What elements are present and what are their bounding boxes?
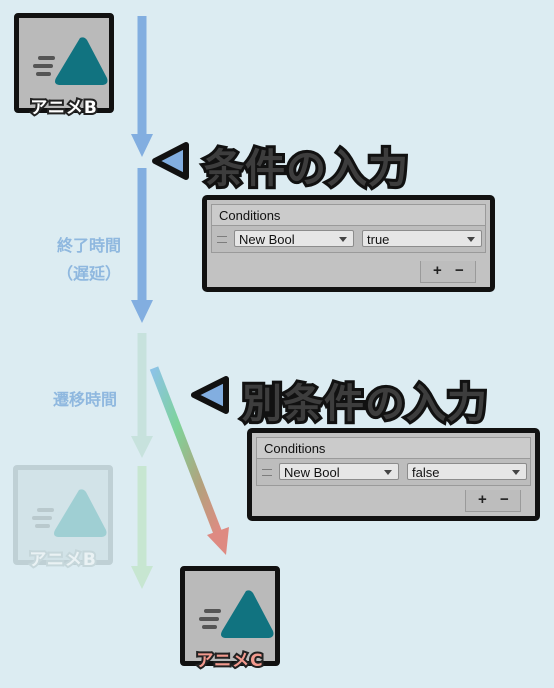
animation-clip-icon [199,590,274,638]
drag-handle-icon[interactable] [217,236,227,243]
conditions-panel-2: Conditions New Bool false + − [247,428,540,521]
animation-clip-icon [32,489,107,537]
chevron-down-icon [339,237,347,242]
heading-other-condition-input: 別条件の入力 [239,378,490,430]
remove-condition-button[interactable]: − [500,491,509,508]
conditions-title: Conditions [211,204,486,226]
diagonal-transition-arrow [149,366,224,538]
animation-clip-icon [33,37,108,85]
chevron-down-icon [384,470,392,475]
conditions-title: Conditions [256,437,531,459]
parameter-dropdown[interactable]: New Bool [234,230,354,247]
exit-time-line1: 終了時間 [56,236,121,255]
add-condition-button[interactable]: + [478,491,487,508]
down-arrow-icon [131,134,153,157]
anim-node-c: アニメC [180,566,280,673]
node-label: アニメC [194,649,264,673]
anim-node-b-faded: アニメB [13,465,113,572]
chevron-down-icon [512,470,520,475]
left-pointer-triangle-icon [191,376,229,414]
add-remove-bar: + − [465,490,521,512]
down-arrow-icon [131,566,153,589]
conditions-panel-1: Conditions New Bool true + − [202,195,495,292]
condition-row: New Bool true [211,226,486,253]
remove-condition-button[interactable]: − [455,262,464,279]
parameter-value: New Bool [284,465,340,480]
add-condition-button[interactable]: + [433,262,442,279]
chevron-down-icon [467,237,475,242]
down-arrow-icon [207,527,229,555]
parameter-value: New Bool [239,232,295,247]
node-label: アニメB [28,96,99,120]
drag-handle-icon[interactable] [262,469,272,476]
down-arrow-icon [131,436,153,458]
exit-time-label: 終了時間 （遅延） [44,232,134,288]
left-pointer-triangle-icon [152,142,189,180]
value-dropdown[interactable]: false [407,463,527,480]
anim-node-b: アニメB [14,13,114,120]
down-arrow-icon [131,300,153,323]
add-remove-bar: + − [420,261,476,283]
value-dropdown[interactable]: true [362,230,482,247]
exit-time-line2: （遅延） [56,264,121,283]
condition-value: true [367,232,390,247]
heading-condition-input: 条件の入力 [201,143,411,195]
transition-time-label: 遷移時間 [52,390,117,409]
parameter-dropdown[interactable]: New Bool [279,463,399,480]
condition-row: New Bool false [256,459,531,486]
node-label: アニメB [27,548,98,572]
condition-value: false [412,465,440,480]
